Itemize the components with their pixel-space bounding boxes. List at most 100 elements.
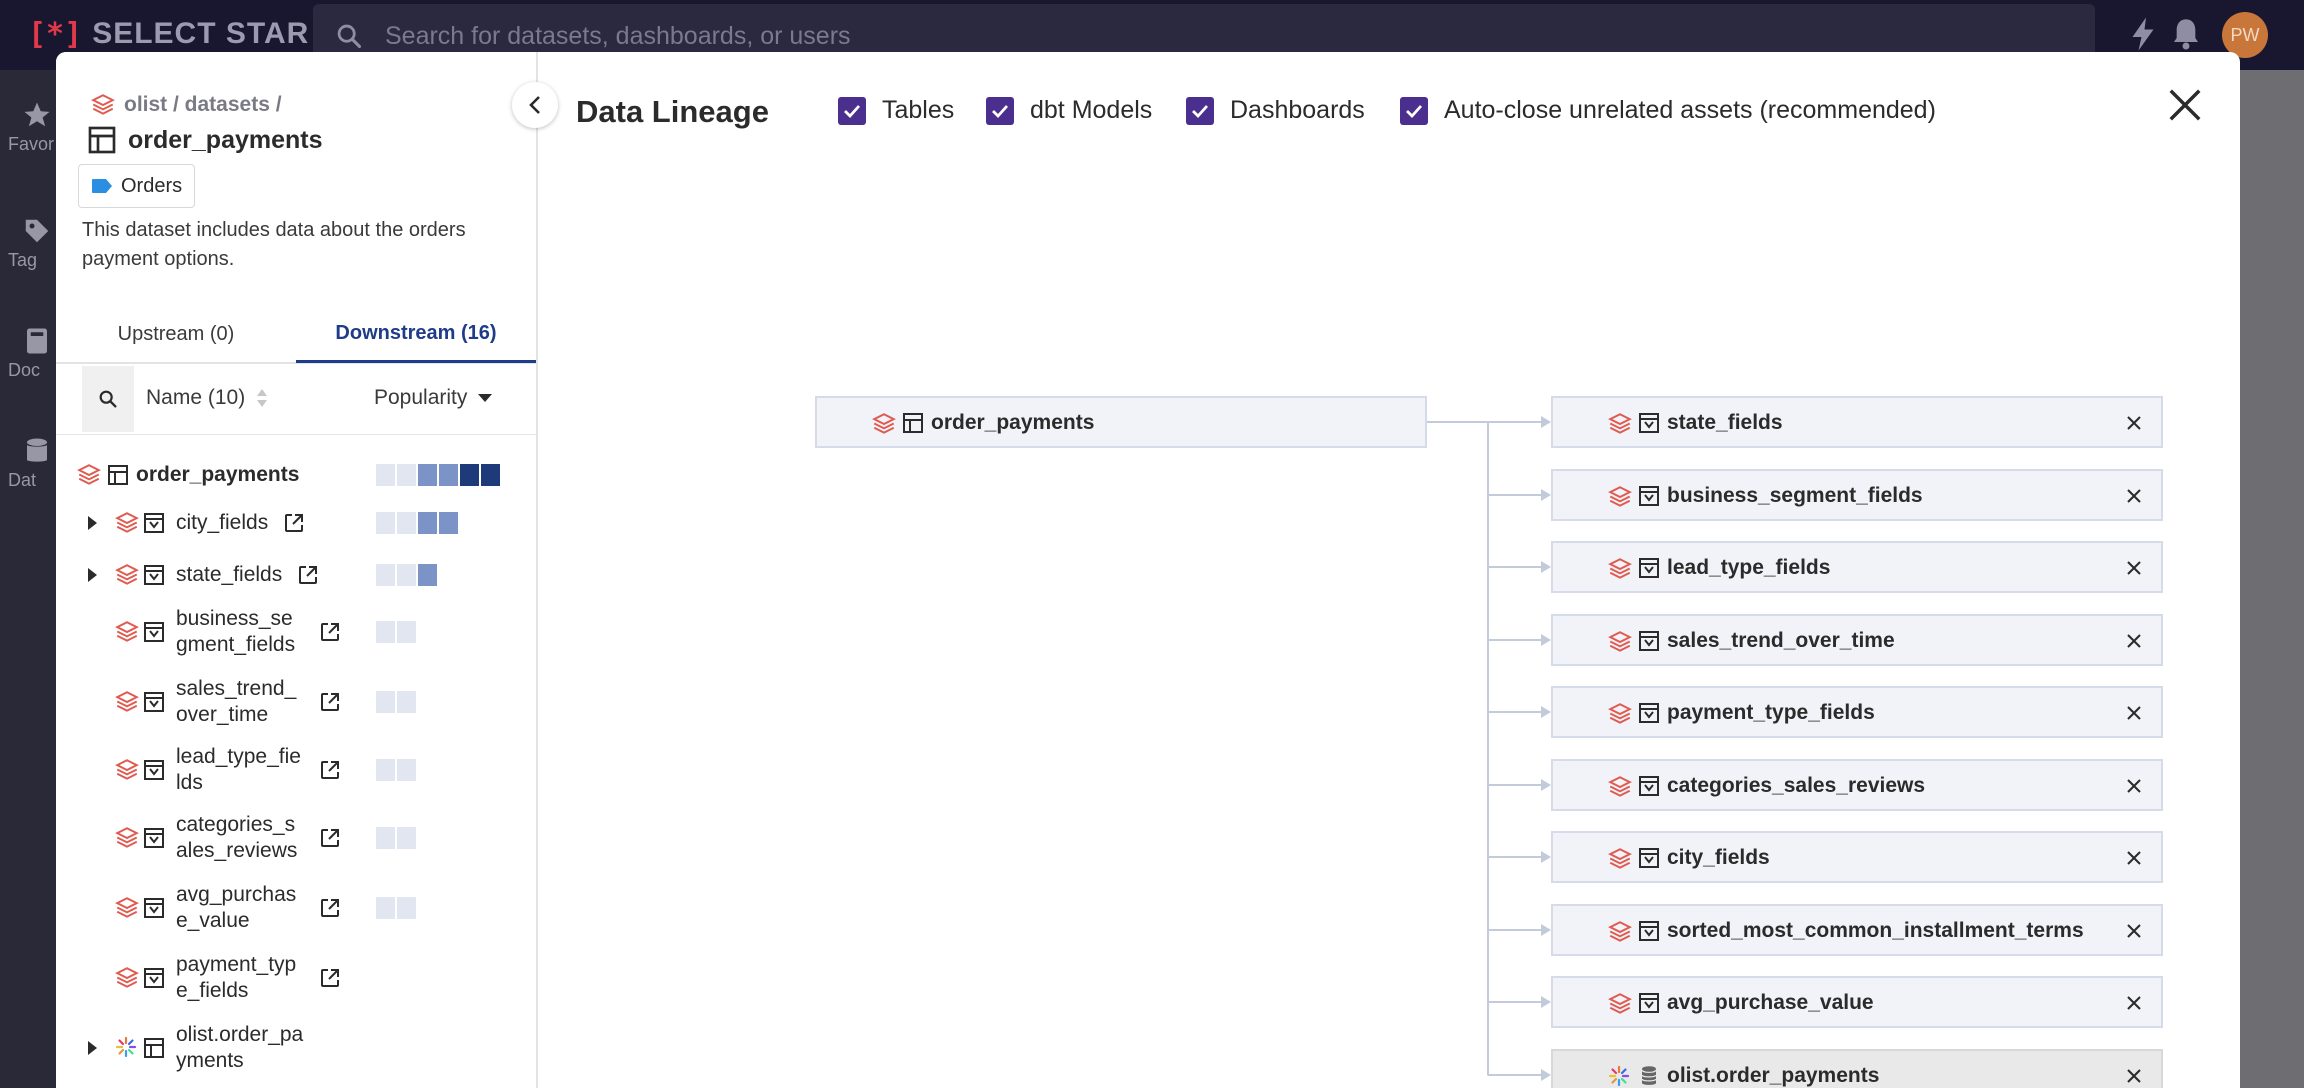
lineage-node[interactable]: state_fields	[1551, 396, 2163, 448]
external-link-icon[interactable]	[318, 966, 342, 995]
model-icon	[1637, 919, 1661, 948]
popularity-segment	[397, 759, 416, 781]
logo[interactable]: [*] SELECT STAR	[28, 14, 309, 54]
external-link-icon[interactable]	[318, 896, 342, 925]
dbt-layers-icon	[1607, 846, 1633, 877]
breadcrumb[interactable]: olist / datasets /	[90, 92, 282, 118]
lineage-node-source[interactable]: order_payments	[815, 396, 1427, 448]
checkbox[interactable]	[986, 96, 1014, 125]
list-header: Name (10) Popularity	[56, 364, 536, 435]
external-link-icon[interactable]	[296, 563, 320, 592]
close-modal-button[interactable]	[2166, 86, 2204, 129]
search-input[interactable]	[383, 14, 1987, 58]
external-link-icon[interactable]	[318, 758, 342, 787]
lineage-node[interactable]: lead_type_fields	[1551, 541, 2163, 593]
checkbox[interactable]	[838, 96, 866, 125]
popularity-segment	[397, 827, 416, 849]
remove-node-icon[interactable]	[2125, 994, 2143, 1017]
remove-node-icon[interactable]	[2125, 1067, 2143, 1088]
external-link-icon[interactable]	[318, 826, 342, 855]
lineage-node[interactable]: sorted_most_common_installment_terms	[1551, 904, 2163, 956]
remove-node-icon[interactable]	[2125, 414, 2143, 437]
lineage-canvas[interactable]: order_payments state_fields business_segme…	[538, 162, 2240, 1088]
tab-upstream[interactable]: Upstream (0)	[117, 322, 235, 345]
nav-favorites[interactable]: Favor	[0, 100, 56, 155]
nav-label: Dat	[8, 470, 37, 490]
close-icon	[2169, 89, 2201, 121]
lineage-node[interactable]: sales_trend_over_time	[1551, 614, 2163, 666]
bell-icon[interactable]	[2170, 16, 2202, 52]
remove-node-icon[interactable]	[2125, 777, 2143, 800]
external-link-icon[interactable]	[318, 690, 342, 719]
database-icon	[1637, 1064, 1661, 1088]
checkbox[interactable]	[1186, 96, 1214, 125]
list-item[interactable]: state_fields	[56, 552, 536, 598]
sort-by-name[interactable]: Name (10)	[146, 386, 269, 410]
nav-data[interactable]: Dat	[0, 436, 56, 491]
list-item[interactable]: avg_purchase_value	[56, 878, 536, 938]
list-item-label[interactable]: lead_type_fields	[176, 745, 301, 794]
avatar[interactable]: PW	[2222, 12, 2268, 58]
expand-caret-icon[interactable]	[86, 515, 98, 536]
collapse-panel-button[interactable]	[512, 82, 558, 128]
sort-by-popularity[interactable]: Popularity	[374, 386, 493, 410]
list-item[interactable]: categories_sales_reviews	[56, 808, 536, 868]
lineage-node[interactable]: olist.order_payments	[1551, 1049, 2163, 1088]
external-link-icon[interactable]	[318, 620, 342, 649]
lineage-node[interactable]: payment_type_fields	[1551, 686, 2163, 738]
external-link-icon[interactable]	[282, 511, 306, 540]
source-spark-icon	[1607, 1064, 1631, 1088]
list-item[interactable]: sales_trend_over_time	[56, 672, 536, 732]
remove-node-icon[interactable]	[2125, 487, 2143, 510]
list-item-label[interactable]: avg_purchase_value	[176, 883, 297, 932]
filter-1[interactable]: Tables	[838, 96, 954, 125]
list-item-label[interactable]: payment_type_fields	[176, 953, 297, 1002]
list-item-label[interactable]: city_fields	[176, 511, 269, 534]
tag-orders[interactable]: Orders	[78, 164, 196, 208]
list-item-label[interactable]: business_segment_fields	[176, 607, 296, 656]
filter-2[interactable]: dbt Models	[986, 96, 1152, 125]
filter-4[interactable]: Auto-close unrelated assets (recommended…	[1400, 96, 1936, 125]
list-item[interactable]: order_payments	[56, 452, 536, 498]
list-item[interactable]: city_fields	[56, 500, 536, 546]
lineage-node[interactable]: city_fields	[1551, 831, 2163, 883]
expand-caret-icon[interactable]	[86, 1040, 98, 1061]
breadcrumb-text[interactable]: olist / datasets /	[124, 93, 282, 116]
list-search-button[interactable]	[82, 366, 134, 432]
lineage-node[interactable]: avg_purchase_value	[1551, 976, 2163, 1028]
popularity-segment	[481, 464, 500, 486]
dbt-layers-icon	[1607, 701, 1633, 732]
list-item-label[interactable]: state_fields	[176, 563, 283, 586]
tab-downstream[interactable]: Downstream (16)	[296, 306, 536, 363]
nav-tags[interactable]: Tag	[0, 216, 56, 271]
list-item-label[interactable]: sales_trend_over_time	[176, 677, 297, 726]
lightning-icon[interactable]	[2128, 16, 2158, 52]
dbt-layers-icon	[114, 562, 140, 593]
list-item[interactable]: payment_type_fields	[56, 948, 536, 1008]
list-item-label[interactable]: order_payments	[136, 463, 300, 486]
filter-3[interactable]: Dashboards	[1186, 96, 1365, 125]
remove-node-icon[interactable]	[2125, 849, 2143, 872]
list-item-label[interactable]: categories_sales_reviews	[176, 813, 298, 862]
node-label: state_fields	[1667, 411, 1783, 434]
remove-node-icon[interactable]	[2125, 922, 2143, 945]
popularity-segment	[418, 464, 437, 486]
list-item[interactable]: business_segment_fields	[56, 602, 536, 662]
lineage-edges	[1427, 416, 1551, 1081]
list-item[interactable]: olist.order_payments	[56, 1018, 536, 1078]
nav-docs[interactable]: Doc	[0, 326, 56, 381]
lineage-node[interactable]: categories_sales_reviews	[1551, 759, 2163, 811]
list-item-label[interactable]: olist.order_payments	[176, 1023, 304, 1072]
remove-node-icon[interactable]	[2125, 559, 2143, 582]
remove-node-icon[interactable]	[2125, 704, 2143, 727]
remove-node-icon[interactable]	[2125, 632, 2143, 655]
node-label: business_segment_fields	[1667, 484, 1923, 507]
chevron-down-icon	[478, 394, 493, 402]
lineage-node[interactable]: business_segment_fields	[1551, 469, 2163, 521]
list-item[interactable]: lead_type_fields	[56, 740, 536, 800]
checkbox[interactable]	[1400, 96, 1428, 125]
expand-caret-icon[interactable]	[86, 567, 98, 588]
popularity-segment	[376, 621, 395, 643]
node-label: city_fields	[1667, 846, 1770, 869]
popularity-segment	[439, 512, 458, 534]
